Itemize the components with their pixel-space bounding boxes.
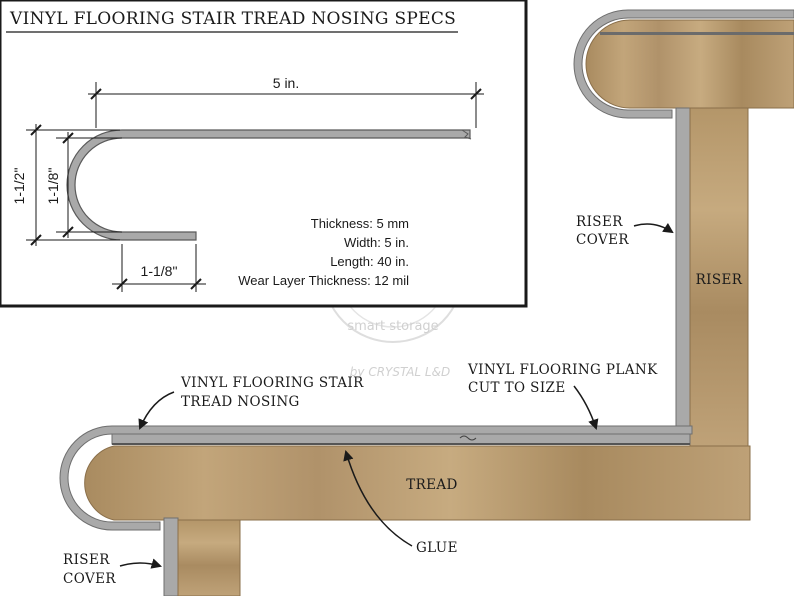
lower-riser-board [177,519,241,597]
label-riser-cover-top-line2: COVER [576,232,629,248]
dim-lip-label: 1-1/8" [141,263,178,279]
upper-tread-board [585,19,794,109]
upper-riser-cover [675,107,691,445]
tread-vinyl-plank [111,433,691,445]
dim-lip-tick-right [190,278,202,290]
watermark-maker: by CRYSTAL L&D [350,365,450,379]
dim-outer-tick-top [30,124,42,136]
callouts: RISER COVER RISER VINYL FLOORING PLANK C… [63,214,743,587]
arrow-nosing [138,391,175,430]
label-riser: RISER [696,272,743,288]
dim-inner-tick-top [62,132,74,144]
upper-vinyl-plank [600,32,794,35]
label-glue: GLUE [416,540,458,556]
watermark-brand: smart storage [347,319,438,334]
profile-break-mark [461,129,472,140]
diagram-title: VINYL FLOORING STAIR TREAD NOSING SPECS [9,9,456,29]
upper-tread-nosing [573,9,794,119]
label-riser-cover-bottom-line2: COVER [63,571,116,587]
label-tread: TREAD [406,477,458,493]
arrow-riser-cover-bottom [119,558,163,569]
riser-board [689,107,749,449]
dim-outer-label: 1-1/2" [11,168,27,205]
tread-nosing [59,425,693,531]
spec-box: VINYL FLOORING STAIR TREAD NOSING SPECS … [0,0,528,308]
spec-wear-layer: Wear Layer Thickness: 12 mil [238,273,409,288]
dim-width-tick-left [90,88,102,100]
label-plank-line2: CUT TO SIZE [468,380,566,396]
dim-width-label: 5 in. [273,75,299,91]
dim-inner-label: 1-1/8" [45,168,61,205]
dim-outer-tick-bottom [30,234,42,246]
label-plank-line1: VINYL FLOORING PLANK [467,362,658,378]
spec-thickness: Thickness: 5 mm [311,216,409,231]
arrow-glue [343,449,413,547]
nosing-profile [66,129,471,241]
arrow-riser-cover-top [633,222,674,234]
glue-line [112,443,690,445]
spec-length: Length: 40 in. [330,254,409,269]
label-riser-cover-bottom-line1: RISER [63,552,110,568]
dim-inner-tick-bottom [62,226,74,238]
dim-width-tick-right [470,88,482,100]
spec-width: Width: 5 in. [344,235,409,250]
lower-riser-cover [163,517,179,597]
label-riser-cover-top-line1: RISER [576,214,623,230]
label-nosing-line2: TREAD NOSING [181,394,300,410]
plank-cut-mark [459,435,477,441]
tread-board [84,445,751,521]
dim-lip-tick-left [116,278,128,290]
label-nosing-line1: VINYL FLOORING STAIR [180,375,364,391]
arrow-plank [573,385,599,430]
upper-tread [573,9,794,119]
